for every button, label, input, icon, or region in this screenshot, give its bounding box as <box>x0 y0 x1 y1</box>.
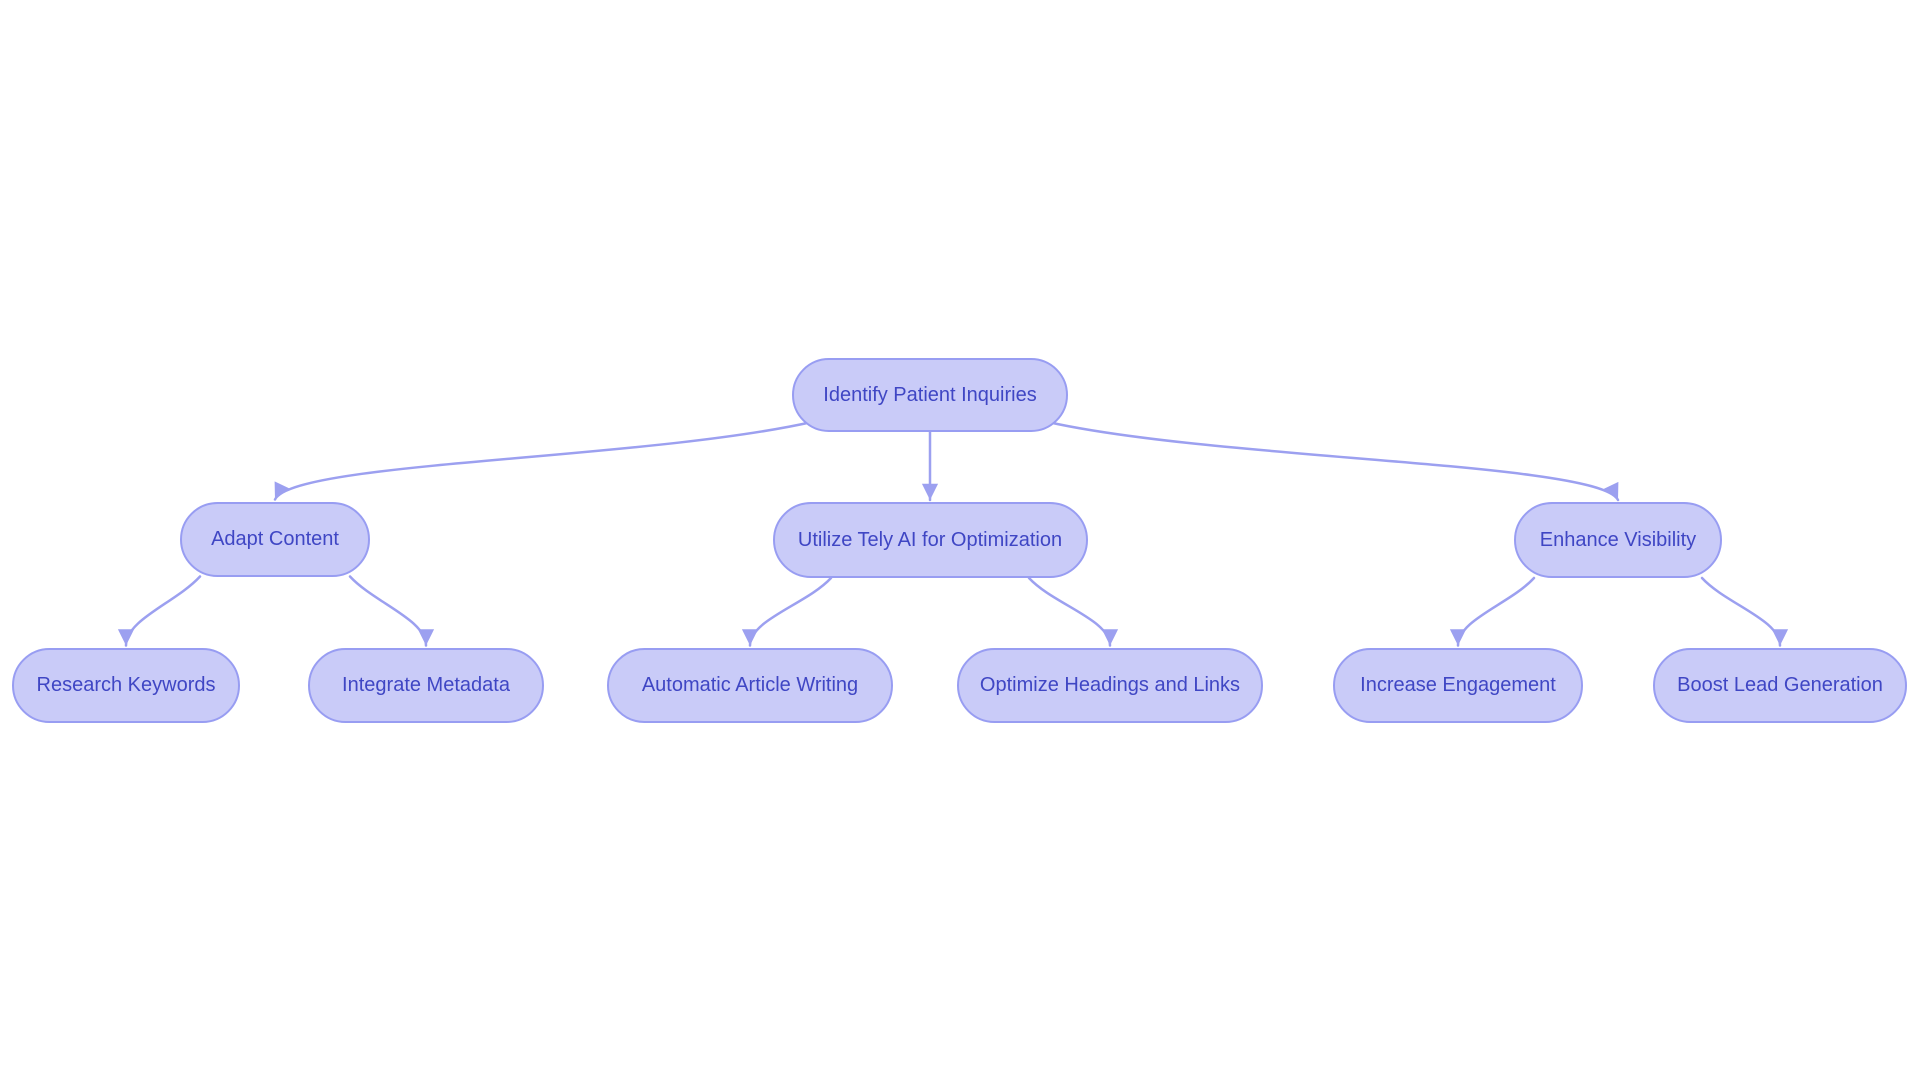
node-label: Automatic Article Writing <box>641 674 859 696</box>
flowchart-node-optimize: Optimize Headings and Links <box>957 647 1263 723</box>
node-label: Optimize Headings and Links <box>979 674 1241 696</box>
flowchart-node-automatic: Automatic Article Writing <box>607 647 893 723</box>
flowchart-node-identify: Identify Patient Inquiries <box>792 358 1068 432</box>
node-label: Adapt Content <box>211 528 339 550</box>
node-label: Boost Lead Generation <box>1677 674 1883 696</box>
node-label: Increase Engagement <box>1360 674 1556 696</box>
node-label: Identify Patient Inquiries <box>823 384 1037 406</box>
node-label: Utilize Tely AI for Optimization <box>797 529 1063 551</box>
flowchart-node-utilize: Utilize Tely AI for Optimization <box>772 502 1088 578</box>
flowchart-node-research: Research Keywords <box>12 647 240 723</box>
edge-identify-to-adapt <box>273 420 814 501</box>
edge-identify-to-enhance <box>1046 420 1620 502</box>
edge-enhance-to-boost <box>1700 576 1789 647</box>
node-label: Integrate Metadata <box>342 674 510 696</box>
edge-utilize-to-automatic <box>741 576 833 647</box>
edge-utilize-to-optimize <box>1027 576 1119 647</box>
edge-enhance-to-increase <box>1449 576 1536 647</box>
flowchart-node-increase: Increase Engagement <box>1333 647 1583 723</box>
flowchart-node-boost: Boost Lead Generation <box>1653 647 1907 723</box>
node-label: Research Keywords <box>36 674 216 696</box>
node-label: Enhance Visibility <box>1539 529 1697 551</box>
edge-adapt-to-research <box>117 575 202 647</box>
flowchart-node-integrate: Integrate Metadata <box>308 647 544 723</box>
flowchart-node-adapt: Adapt Content <box>180 501 370 577</box>
flowchart-node-enhance: Enhance Visibility <box>1514 502 1722 578</box>
edge-adapt-to-integrate <box>348 575 435 647</box>
